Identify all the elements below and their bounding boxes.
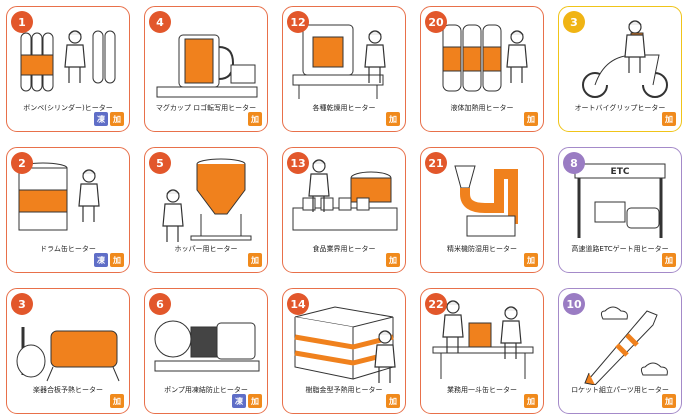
badge-group: 加 <box>524 253 538 267</box>
etc-illustration: ETC <box>574 163 666 238</box>
product-label: 樹脂金型予熱用ヒーター <box>305 386 383 394</box>
product-label: 高速道路ETCゲート用ヒーター <box>571 245 669 253</box>
cylinder-illustration <box>20 30 116 92</box>
product-number: 20 <box>425 11 447 33</box>
product-number: 8 <box>563 152 585 174</box>
badge-group: 加 <box>662 112 676 126</box>
heat-badge: 加 <box>248 394 262 408</box>
product-number: 13 <box>287 152 309 174</box>
product-number: 4 <box>149 11 171 33</box>
badge-group: 加 <box>662 253 676 267</box>
mold-illustration <box>294 306 396 383</box>
heat-badge: 加 <box>110 112 124 126</box>
product-card[interactable]: 20 液体加熱用ヒーター加 <box>420 6 544 132</box>
heat-badge: 加 <box>662 253 676 267</box>
can-illustration <box>432 300 534 379</box>
mug-illustration <box>156 34 258 98</box>
food-illustration <box>292 159 398 231</box>
product-card[interactable]: 12 各種乾燥用ヒーター加 <box>282 6 406 132</box>
product-label: ロケット組立パーツ用ヒーター <box>571 386 669 394</box>
badge-group: 加 <box>524 112 538 126</box>
etc-sign-text: ETC <box>611 167 630 177</box>
drum-illustration <box>18 162 100 231</box>
product-card[interactable]: 5 ホッパー用ヒーター加 <box>144 147 268 273</box>
heat-badge: 加 <box>248 253 262 267</box>
rocket-illustration <box>584 306 668 385</box>
product-card[interactable]: 14 樹脂金型予熱用ヒーター加 <box>282 288 406 414</box>
heat-badge: 加 <box>524 112 538 126</box>
product-label: 各種乾燥用ヒーター <box>312 104 376 112</box>
product-label: ホッパー用ヒーター <box>174 245 238 253</box>
product-card[interactable]: 10 ロケット組立パーツ用ヒーター加 <box>558 288 682 414</box>
heat-badge: 加 <box>386 253 400 267</box>
badge-group: 加 <box>386 394 400 408</box>
hopper-illustration <box>162 158 252 242</box>
product-card[interactable]: 4 マグカップ ロゴ転写用ヒーター加 <box>144 6 268 132</box>
product-label: 楽器合板予熱ヒーター <box>33 386 103 394</box>
freeze-badge: 凍 <box>94 112 108 126</box>
product-number: 2 <box>11 152 33 174</box>
product-card[interactable]: 13 食品業界用ヒーター加 <box>282 147 406 273</box>
product-card[interactable]: 6 ポンプ用凍結防止ヒーター凍加 <box>144 288 268 414</box>
badge-group: 加 <box>110 394 124 408</box>
heat-badge: 加 <box>110 394 124 408</box>
product-card[interactable]: 21 精米機防湿用ヒーター加 <box>420 147 544 273</box>
product-card[interactable]: 3 オートバイグリップヒーター加 <box>558 6 682 132</box>
oven-illustration <box>292 24 386 99</box>
heat-badge: 加 <box>110 253 124 267</box>
product-number: 3 <box>563 11 585 33</box>
badge-group: 凍加 <box>94 112 124 126</box>
product-label: 食品業界用ヒーター <box>312 245 376 253</box>
pump-illustration <box>154 320 260 372</box>
badge-group: 加 <box>662 394 676 408</box>
product-card[interactable]: 22 業務用一斗缶ヒーター加 <box>420 288 544 414</box>
heat-badge: 加 <box>524 253 538 267</box>
freeze-badge: 凍 <box>94 253 108 267</box>
tanks-illustration <box>442 24 528 92</box>
product-number: 3 <box>11 293 33 315</box>
heat-badge: 加 <box>386 112 400 126</box>
heat-badge: 加 <box>662 112 676 126</box>
product-label: マグカップ ロゴ転写用ヒーター <box>155 104 257 112</box>
product-number: 1 <box>11 11 33 33</box>
product-number: 12 <box>287 11 309 33</box>
badge-group: 凍加 <box>232 394 262 408</box>
badge-group: 凍加 <box>94 253 124 267</box>
heat-badge: 加 <box>248 112 262 126</box>
product-number: 5 <box>149 152 171 174</box>
heat-badge: 加 <box>386 394 400 408</box>
product-card[interactable]: 1 ボンベ(シリンダー)ヒーター凍加 <box>6 6 130 132</box>
badge-group: 加 <box>386 112 400 126</box>
freeze-badge: 凍 <box>232 394 246 408</box>
product-card[interactable]: 8 ETC 高速道路ETCゲート用ヒーター加 <box>558 147 682 273</box>
product-label: 業務用一斗缶ヒーター <box>447 386 517 394</box>
badge-group: 加 <box>248 253 262 267</box>
badge-group: 加 <box>524 394 538 408</box>
heat-badge: 加 <box>524 394 538 408</box>
badge-group: 加 <box>248 112 262 126</box>
product-label: オートバイグリップヒーター <box>574 104 666 112</box>
product-label: 液体加熱用ヒーター <box>450 104 514 112</box>
scooter-illustration <box>582 20 668 98</box>
product-number: 21 <box>425 152 447 174</box>
product-card[interactable]: 2 ドラム缶ヒーター凍加 <box>6 147 130 273</box>
heat-badge: 加 <box>662 394 676 408</box>
guitar-illustration <box>16 327 120 382</box>
product-number: 6 <box>149 293 171 315</box>
product-label: 精米機防湿用ヒーター <box>447 245 517 253</box>
product-label: ポンプ用凍結防止ヒーター <box>164 386 248 394</box>
badge-group: 加 <box>386 253 400 267</box>
product-label: ドラム缶ヒーター <box>40 245 96 253</box>
product-number: 14 <box>287 293 309 315</box>
product-card[interactable]: 3 楽器合板予熱ヒーター加 <box>6 288 130 414</box>
product-label: ボンベ(シリンダー)ヒーター <box>23 104 113 112</box>
rice-illustration <box>454 165 518 237</box>
product-number: 10 <box>563 293 585 315</box>
product-number: 22 <box>425 293 447 315</box>
